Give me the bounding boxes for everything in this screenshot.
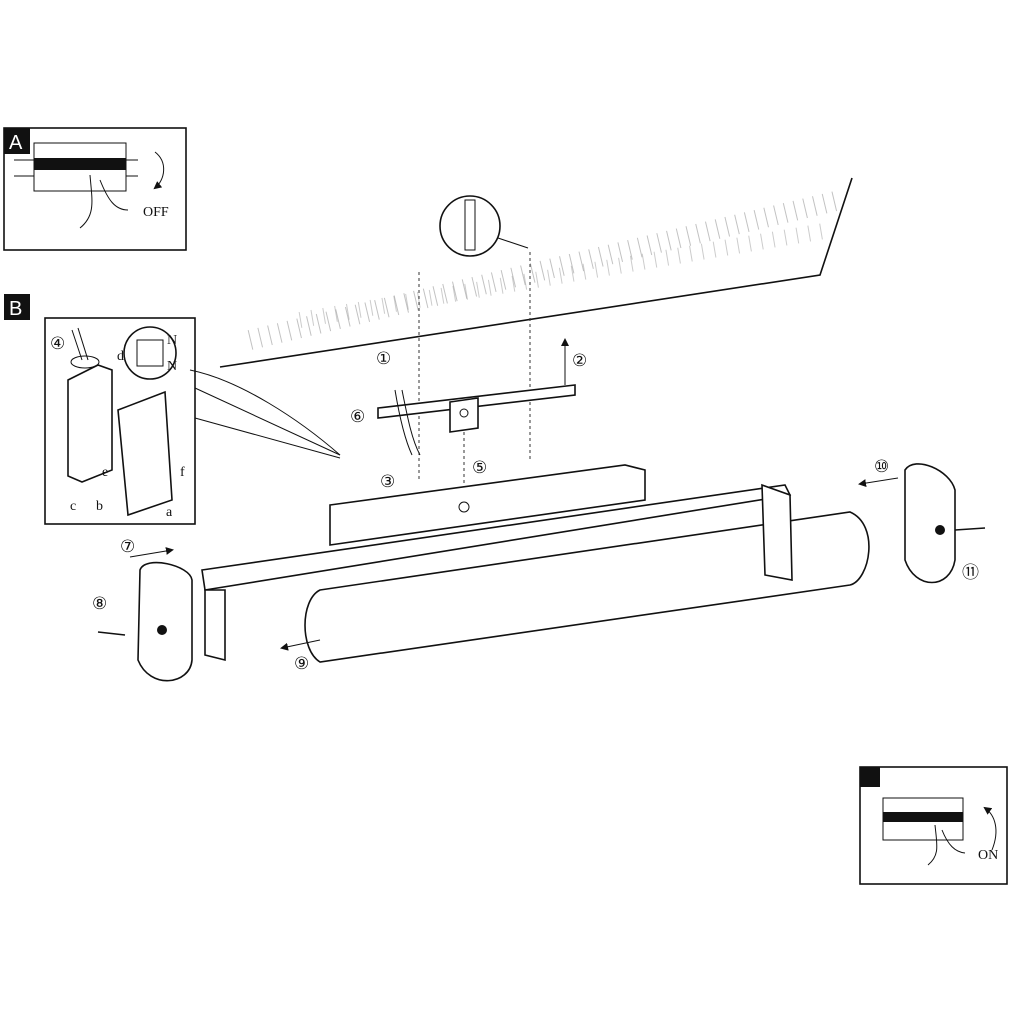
panel-c-badge	[860, 767, 880, 787]
callout-e: e	[102, 465, 108, 480]
panel-a-badge	[4, 128, 30, 154]
screw-icon	[954, 527, 986, 531]
callout-c: c	[70, 499, 76, 514]
panel-a-label: A	[9, 132, 23, 154]
mounting-bracket	[377, 384, 576, 456]
rotate-arrow-icon	[153, 151, 165, 190]
panel-a-breaker-off: A OFF	[3, 127, 187, 251]
box-lid	[117, 390, 173, 517]
cable-gland-icon	[70, 355, 100, 369]
step-3: ③	[380, 472, 395, 491]
step-11: ⑪	[962, 563, 979, 582]
callout-a: a	[166, 505, 173, 520]
step-2: ②	[572, 351, 587, 370]
step-1: ①	[376, 349, 391, 368]
panel-b-badge	[4, 294, 30, 320]
callout-d: d	[117, 349, 124, 364]
callout-b: b	[96, 499, 103, 514]
glass-diffuser	[304, 511, 870, 663]
breaker-icon	[14, 142, 138, 192]
panel-b-label: B	[9, 298, 22, 320]
panel-b-junction-box: ④ d N N c b e f a	[44, 317, 341, 525]
callout-n-2: N	[167, 359, 177, 374]
end-cap-right	[904, 463, 986, 584]
panel-c-breaker-on: ON	[859, 766, 1008, 885]
callout-4: ④	[50, 334, 65, 353]
step-6: ⑥	[350, 407, 365, 426]
screw-icon	[97, 631, 126, 636]
on-label: ON	[978, 848, 998, 863]
step-7: ⑦	[120, 537, 135, 556]
hand-icon	[79, 174, 129, 229]
rotate-arrow-icon	[983, 806, 997, 851]
off-label: OFF	[143, 205, 169, 220]
step-10: ⑩	[874, 457, 889, 476]
ceiling	[219, 177, 853, 368]
hand-icon	[927, 824, 966, 866]
step-8: ⑧	[92, 594, 107, 613]
cable-icon	[394, 389, 421, 456]
lamp-body	[201, 464, 870, 663]
callout-n-1: N	[167, 333, 177, 348]
step-9: ⑨	[294, 654, 309, 673]
box-body	[67, 364, 113, 483]
wall-plug-detail	[439, 195, 529, 257]
step-5: ⑤	[472, 458, 487, 477]
end-cap-left	[97, 561, 193, 682]
callout-f: f	[180, 465, 185, 480]
